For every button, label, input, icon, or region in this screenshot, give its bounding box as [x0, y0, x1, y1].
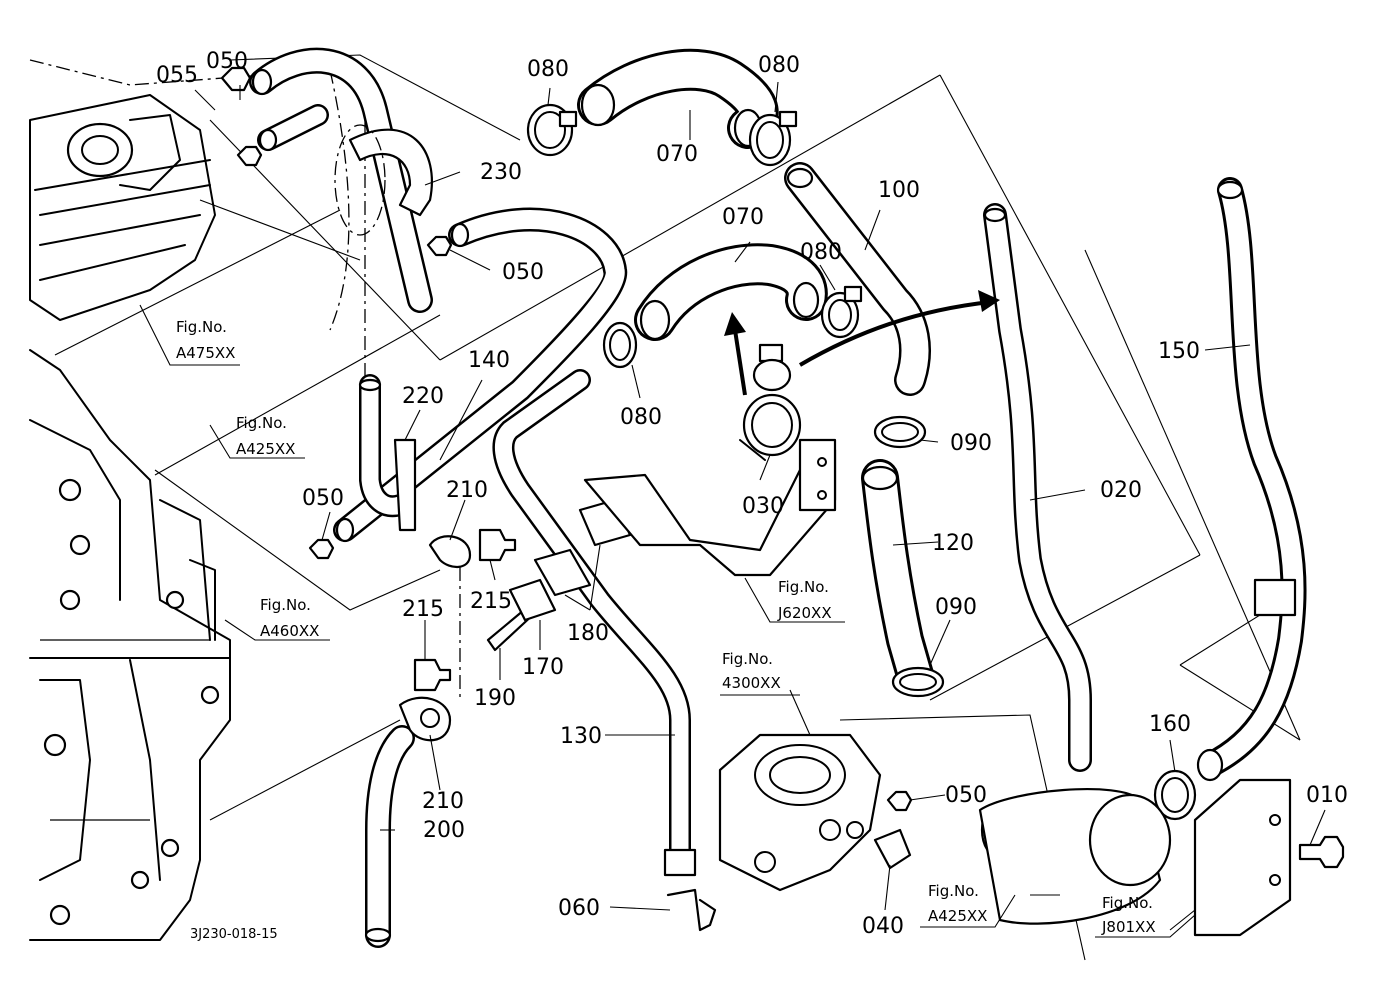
- label-part-040: 040: [862, 914, 904, 939]
- label-part-230: 230: [480, 160, 522, 185]
- fig-ref-prefix-a475: Fig.No.: [176, 318, 227, 336]
- part-leaders: [194, 81, 1326, 931]
- fig-ref-a460: A460XX: [260, 622, 319, 640]
- label-part-160: 160: [1149, 712, 1191, 737]
- label-part-130: 130: [560, 724, 602, 749]
- fig-ref-prefix-a425-a: Fig.No.: [236, 414, 287, 432]
- background-structure: [29, 59, 350, 941]
- label-part-080-c: 080: [800, 240, 842, 265]
- brackets: [583, 438, 1297, 937]
- label-part-055: 055: [156, 63, 198, 88]
- label-part-080-a: 080: [527, 57, 569, 82]
- fig-ref-prefix-j620: Fig.No.: [778, 578, 829, 596]
- fig-ref-prefix-a425-b: Fig.No.: [928, 882, 979, 900]
- label-part-090-b: 090: [935, 595, 977, 620]
- label-part-215-b: 215: [402, 597, 444, 622]
- label-part-100: 100: [878, 178, 920, 203]
- label-part-050-c: 050: [302, 486, 344, 511]
- label-part-150: 150: [1158, 339, 1200, 364]
- label-part-060: 060: [558, 896, 600, 921]
- part-labels: 050 055 080 080 070 230 100 070 080 050 …: [156, 49, 1348, 939]
- lower-pipe: [978, 788, 1172, 925]
- label-part-180: 180: [567, 621, 609, 646]
- figure-ref-labels: Fig.No. A475XX Fig.No. A425XX Fig.No. A4…: [176, 318, 1156, 936]
- label-part-030: 030: [742, 494, 784, 519]
- label-part-070-a: 070: [656, 142, 698, 167]
- flow-arrows: [724, 290, 1000, 396]
- label-part-210-b: 210: [422, 789, 464, 814]
- fig-ref-prefix-4300: Fig.No.: [722, 650, 773, 668]
- label-part-190: 190: [474, 686, 516, 711]
- thermostat-housing: [718, 733, 882, 892]
- label-part-140: 140: [468, 348, 510, 373]
- label-part-080-d: 080: [620, 405, 662, 430]
- label-part-120: 120: [932, 531, 974, 556]
- label-part-070-b: 070: [722, 205, 764, 230]
- fig-ref-a425-b: A425XX: [928, 907, 987, 925]
- fig-ref-4300: 4300XX: [722, 674, 781, 692]
- label-part-210-a: 210: [446, 478, 488, 503]
- label-part-050-d: 050: [945, 783, 987, 808]
- hose-clamps: [334, 103, 1197, 821]
- fig-ref-j801: J801XX: [1101, 918, 1156, 936]
- label-part-080-b: 080: [758, 53, 800, 78]
- label-part-050-a: 050: [206, 49, 248, 74]
- label-part-220: 220: [402, 384, 444, 409]
- label-part-050-b: 050: [502, 260, 544, 285]
- label-part-020: 020: [1100, 478, 1142, 503]
- fig-ref-a425-a: A425XX: [236, 440, 295, 458]
- label-part-090-a: 090: [950, 431, 992, 456]
- fig-ref-j620: J620XX: [777, 604, 832, 622]
- fig-ref-a475: A475XX: [176, 344, 235, 362]
- fig-ref-prefix-j801: Fig.No.: [1102, 894, 1153, 912]
- label-part-010: 010: [1306, 783, 1348, 808]
- label-part-200: 200: [423, 818, 465, 843]
- fig-ref-prefix-a460: Fig.No.: [260, 596, 311, 614]
- drawing-code: 3J230-018-15: [190, 927, 278, 942]
- label-part-215-a: 215: [470, 589, 512, 614]
- figure-ref-boxes: [139, 304, 1196, 938]
- label-part-170: 170: [522, 655, 564, 680]
